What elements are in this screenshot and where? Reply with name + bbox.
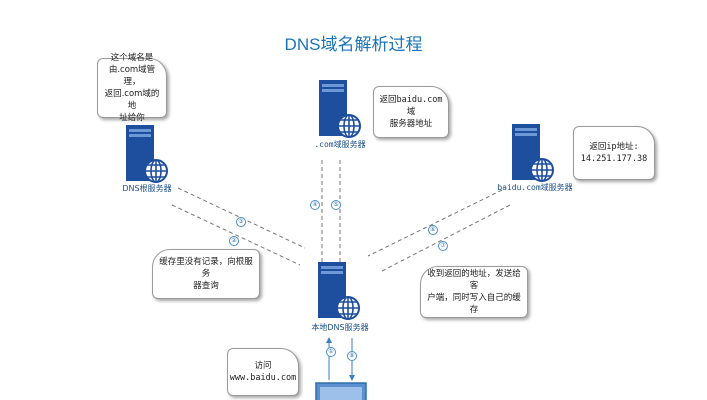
local-server-icon [317,261,360,320]
step-8-marker: ⑧ [347,351,357,361]
baidu-server-icon [511,123,554,182]
step-3-marker: ③ [236,217,246,227]
local-server-label: 本地DNS服务器 [311,323,369,332]
baidu-note: 返回ip地址: 14.251.177.38 [573,126,655,180]
com-server-icon [318,79,361,138]
step-1-marker: ① [326,347,336,357]
step-4-marker: ④ [310,200,320,210]
visit-note: 访问 www.baidu.com [227,348,299,396]
com-note: 返回baidu.com域 服务器地址 [373,86,449,138]
root-server-label: DNS根服务器 [122,184,172,193]
cache-note: 缓存里没有记录，向根服务 器查询 [152,249,260,299]
step-5-marker: ⑤ [331,200,341,210]
step-6-marker: ⑥ [428,225,438,235]
baidu-server-label: baidu.com域服务器 [497,183,573,192]
root-server-icon [125,124,168,183]
com-server-label: .com域服务器 [314,140,366,149]
root-note: 这个域名是 由.com域管理， 返回.com域的地 址给你 [97,53,167,123]
step-7-marker: ⑦ [438,241,448,251]
receive-note: 收到返回的地址，发送给客 户端，同时写入自己的缓存 [420,266,528,318]
step-2-marker: ② [229,236,239,246]
client-computer-icon [315,382,367,400]
connector-baidu-local-a [367,189,503,257]
page-title: DNS域名解析过程 [284,35,423,54]
connector-root-local-b [171,204,301,266]
connector-baidu-local-b [379,204,511,273]
